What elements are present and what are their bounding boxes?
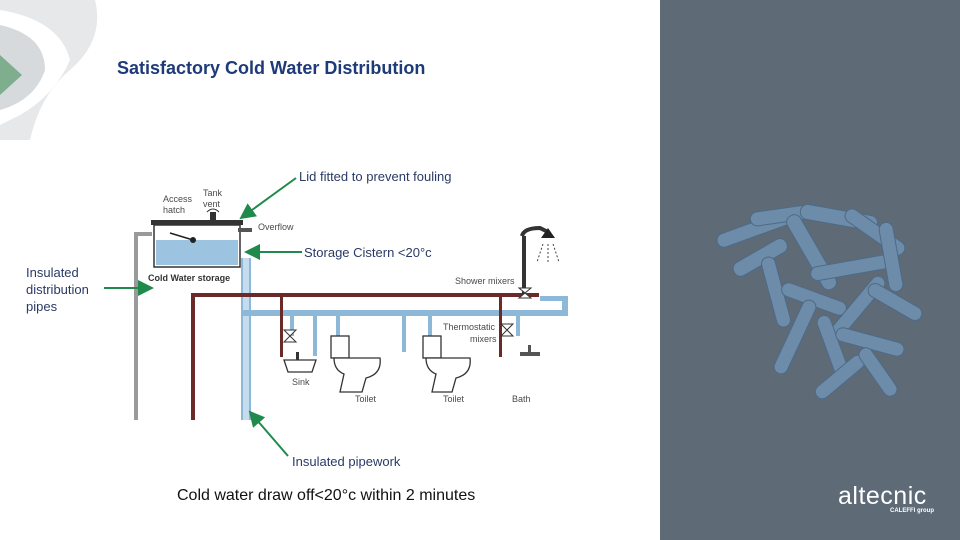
valve-icon bbox=[282, 287, 533, 343]
label-access-hatch-1: Access bbox=[163, 194, 193, 204]
label-sink: Sink bbox=[292, 377, 310, 387]
label-cold-water-storage: Cold Water storage bbox=[148, 273, 230, 283]
toilet-icon bbox=[330, 335, 471, 393]
bath-taps bbox=[520, 345, 540, 356]
callout-line: distribution bbox=[26, 282, 89, 297]
supply-pipe-grey bbox=[134, 232, 152, 420]
label-tank-vent-1: Tank bbox=[203, 188, 223, 198]
bacteria-image bbox=[716, 203, 923, 400]
bottom-note: Cold water draw off<20°c within 2 minute… bbox=[177, 487, 476, 504]
hot-water-pipework bbox=[191, 225, 549, 420]
label-tank-vent-2: vent bbox=[203, 199, 221, 209]
label-toilet-1: Toilet bbox=[355, 394, 377, 404]
plumbing-diagram: Access hatch Tank vent Overflow Cold Wat… bbox=[104, 177, 568, 457]
label-shower-mixers: Shower mixers bbox=[455, 276, 515, 286]
cold-water-tank bbox=[151, 208, 252, 268]
sink-icon bbox=[283, 352, 317, 373]
shower-head-icon bbox=[536, 228, 560, 263]
callout-line: pipes bbox=[26, 299, 58, 314]
corner-logo-shape bbox=[0, 0, 98, 140]
label-bath: Bath bbox=[512, 394, 531, 404]
callout-line: Insulated bbox=[26, 265, 79, 280]
callout-lid: Lid fitted to prevent fouling bbox=[299, 169, 452, 184]
label-toilet-2: Toilet bbox=[443, 394, 465, 404]
label-thermostatic-1: Thermostatic bbox=[443, 322, 496, 332]
cold-water-pipework bbox=[241, 258, 568, 420]
brand-logo: altecnic bbox=[838, 482, 927, 510]
label-access-hatch-2: hatch bbox=[163, 205, 185, 215]
arrow-icon bbox=[104, 177, 302, 457]
callout-storage: Storage Cistern <20°c bbox=[304, 245, 432, 260]
label-thermostatic-2: mixers bbox=[470, 334, 497, 344]
brand-group: CALEFFI group bbox=[890, 508, 934, 514]
right-panel bbox=[660, 0, 960, 540]
page-title: Satisfactory Cold Water Distribution bbox=[117, 58, 426, 78]
callout-insulated-distribution: Insulated distribution pipes bbox=[26, 264, 89, 315]
label-overflow: Overflow bbox=[258, 222, 294, 232]
callout-insulated-pipework: Insulated pipework bbox=[292, 454, 401, 469]
